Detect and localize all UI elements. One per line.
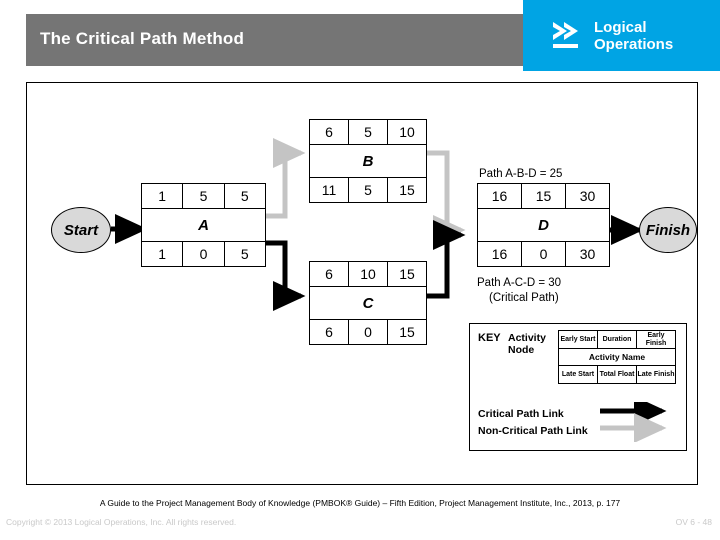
- key-legend-critical-label: Critical Path Link: [478, 408, 564, 420]
- node-b-late-finish: 15: [387, 177, 426, 202]
- key-activity-node-sample: Early Start Duration Early Finish Activi…: [558, 330, 676, 384]
- activity-node-c[interactable]: 6 10 15 C 6 0 15: [309, 261, 427, 345]
- key-total-float: Total Float: [597, 365, 636, 383]
- key-duration: Duration: [597, 331, 636, 349]
- node-d-early-finish: 30: [565, 184, 609, 209]
- finish-node-label: Finish: [645, 221, 691, 239]
- node-c-early-start: 6: [310, 262, 348, 287]
- link-a-b: [266, 138, 306, 219]
- link-c-d: [427, 220, 466, 299]
- brand-logo-line2: Operations: [594, 35, 674, 53]
- critical-path-diagram: Start 1 5 5 A 1 0 5 6 5 10 B: [27, 83, 699, 486]
- finish-node[interactable]: Finish: [639, 207, 697, 253]
- node-b-early-start: 6: [310, 120, 348, 145]
- node-a-name: A: [198, 216, 209, 234]
- footer-citation: A Guide to the Project Management Body o…: [99, 498, 621, 508]
- node-d-name: D: [538, 216, 549, 234]
- footer-slide-number: OV 6 - 48: [675, 517, 712, 527]
- path-label-acd: Path A-C-D = 30: [477, 277, 562, 289]
- node-c-early-finish: 15: [387, 262, 426, 287]
- node-b-early-finish: 10: [387, 120, 426, 145]
- link-b-d: [427, 150, 466, 245]
- content-frame: Start 1 5 5 A 1 0 5 6 5 10 B: [26, 82, 698, 485]
- key-activity-name: Activity Name: [588, 352, 646, 362]
- activity-node-d[interactable]: 16 15 30 D 16 0 30: [477, 183, 610, 267]
- key-box: KEY Activity Node Early Start Duration E…: [469, 323, 687, 451]
- key-subtitle: Activity Node: [508, 332, 546, 356]
- start-node[interactable]: Start: [51, 207, 111, 253]
- node-a-early-finish: 5: [223, 184, 265, 209]
- node-d-duration: 15: [521, 184, 565, 209]
- key-legend-arrows: [600, 402, 667, 442]
- path-label-acd-note: (Critical Path): [489, 292, 559, 304]
- activity-node-a[interactable]: 1 5 5 A 1 0 5: [141, 183, 266, 267]
- key-late-finish: Late Finish: [636, 365, 675, 383]
- node-b-duration: 5: [348, 120, 387, 145]
- footer-copyright: Copyright © 2013 Logical Operations, Inc…: [6, 517, 237, 527]
- page-title: The Critical Path Method: [40, 29, 245, 48]
- node-b-name: B: [362, 152, 374, 170]
- key-title: KEY: [478, 332, 501, 344]
- node-c-late-finish: 15: [387, 319, 426, 344]
- key-early-start: Early Start: [559, 331, 597, 349]
- node-d-late-start: 16: [478, 241, 521, 266]
- node-a-late-finish: 5: [223, 241, 265, 266]
- node-b-late-start: 11: [310, 177, 348, 202]
- start-node-label: Start: [63, 221, 99, 239]
- node-a-total-float: 0: [182, 241, 224, 266]
- brand-logo-band: Logical Operations: [523, 0, 720, 71]
- node-d-early-start: 16: [478, 184, 521, 209]
- brand-logo-line1: Logical: [594, 18, 647, 36]
- link-a-c: [266, 240, 306, 311]
- key-late-start: Late Start: [559, 365, 597, 383]
- node-b-total-float: 5: [348, 177, 387, 202]
- key-legend-noncritical-label: Non-Critical Path Link: [478, 425, 588, 437]
- node-a-duration: 5: [182, 184, 224, 209]
- node-c-late-start: 6: [310, 319, 348, 344]
- header-band: [26, 14, 523, 66]
- node-a-late-start: 1: [142, 241, 183, 266]
- node-c-duration: 10: [348, 262, 387, 287]
- node-d-total-float: 0: [521, 241, 565, 266]
- node-c-name: C: [362, 294, 374, 312]
- brand-logo-text: Logical Operations: [594, 19, 673, 53]
- key-early-finish: Early Finish: [636, 331, 675, 349]
- node-d-late-finish: 30: [565, 241, 609, 266]
- activity-node-b[interactable]: 6 5 10 B 11 5 15: [309, 119, 427, 203]
- chevrons-right-icon: [553, 21, 578, 48]
- path-label-abd: Path A-B-D = 25: [479, 168, 563, 180]
- node-a-early-start: 1: [142, 184, 183, 209]
- node-c-total-float: 0: [348, 319, 387, 344]
- diagram-connectors: [111, 138, 644, 311]
